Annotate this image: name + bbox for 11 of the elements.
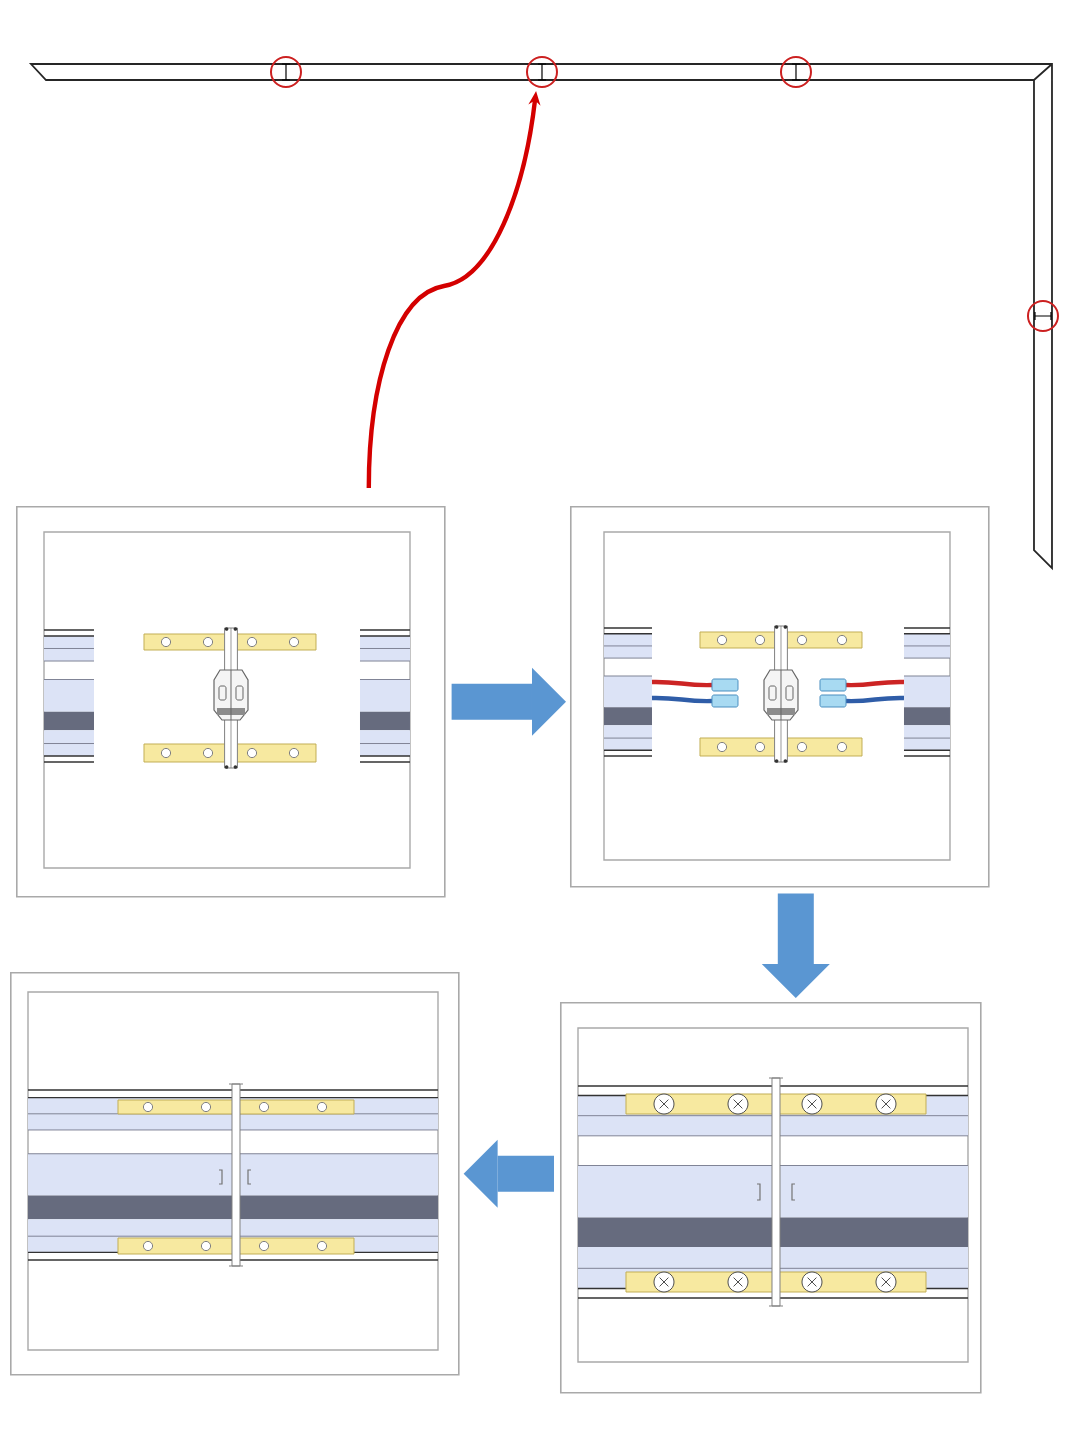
illustration-panel (10, 972, 460, 1376)
illustration-panel (560, 1002, 982, 1394)
illustration-panel (16, 506, 446, 898)
block-arrow (451, 667, 566, 736)
marker-circle (780, 56, 812, 88)
marker-circle (1027, 300, 1059, 332)
marker-circle (270, 56, 302, 88)
block-arrow (463, 1139, 554, 1208)
marker-circle (526, 56, 558, 88)
block-arrow (761, 893, 830, 998)
illustration-panel (570, 506, 990, 888)
